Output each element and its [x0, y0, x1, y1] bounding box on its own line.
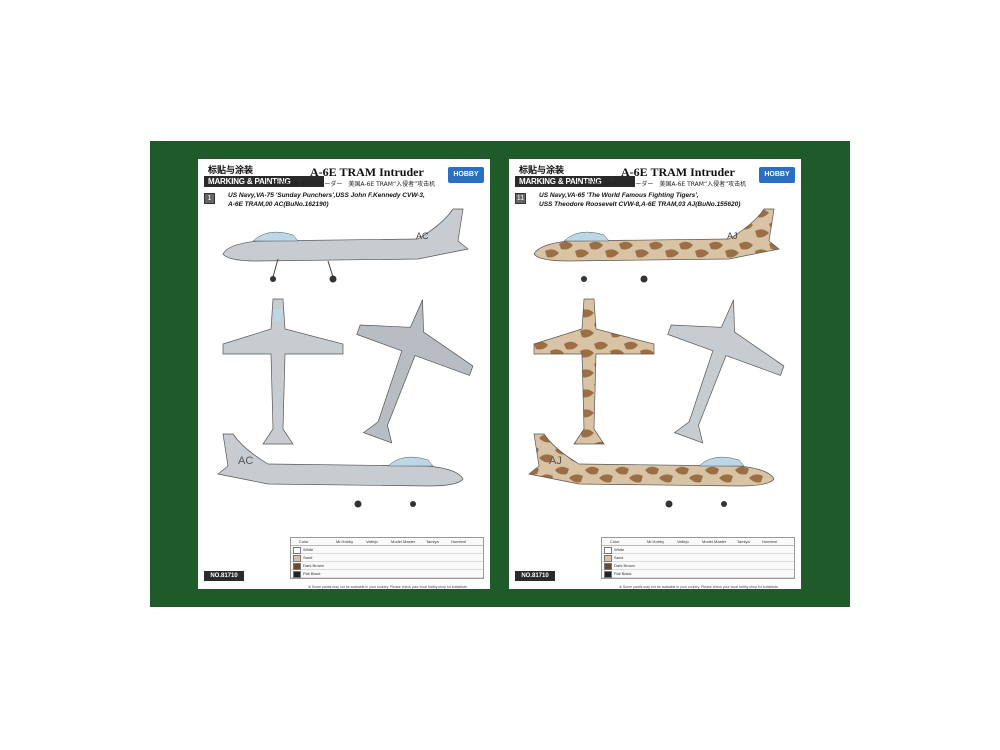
hobby-boss-logo: HOBBY BOSS	[448, 167, 484, 194]
sheet-title: A-6E TRAM Intruder	[310, 165, 424, 179]
desc-line-1: US Navy,VA-65 'The World Famous Fighting…	[539, 192, 699, 199]
product-number: NO.81710	[204, 571, 244, 581]
legend-row: Dark Brown	[291, 562, 483, 570]
scheme-description: US Navy,VA-75 'Sunday Punchers',USS John…	[228, 192, 478, 209]
sheet-subtitle: A-6E TRAM イントルーダー 美国A-6E TRAM“入侵者”攻击机	[577, 181, 747, 188]
side-profile-upper	[222, 208, 469, 283]
desc-line-2: USS Theodore Roosevelt CVW-8,A-6E TRAM,0…	[539, 200, 741, 208]
header-chinese: 标贴与涂装	[208, 166, 254, 176]
header-english: MARKING & PAINTING	[208, 177, 291, 186]
paint-legend: Color Mr.Hobby Vallejo Model Master Tami…	[601, 537, 795, 579]
product-number: NO.81710	[515, 571, 555, 581]
side-profile-upper	[533, 208, 780, 283]
instruction-sheet-right: 标贴与涂装 MARKING & PAINTING A-6E TRAM Intru…	[509, 159, 801, 589]
paint-note: ※ Some paints may not be available in yo…	[308, 585, 468, 589]
side-profile-lower	[528, 433, 775, 508]
legend-row: Flat Black	[291, 570, 483, 578]
legend-row: Flat Black	[602, 570, 794, 578]
paint-legend: Color Mr.Hobby Vallejo Model Master Tami…	[290, 537, 484, 579]
side-profile-lower	[217, 433, 464, 508]
legend-row: Sand	[291, 554, 483, 562]
legend-row: White	[602, 546, 794, 554]
legend-header: Color Mr.Hobby Vallejo Model Master Tami…	[602, 538, 794, 546]
aircraft-drawings-gray: AC AC	[217, 208, 474, 508]
bottom-view	[667, 299, 785, 444]
header-english: MARKING & PAINTING	[519, 177, 602, 186]
desc-line-2: A-6E TRAM,00 AC(BuNo.162190)	[228, 200, 329, 208]
tail-code-lower: AJ	[549, 455, 562, 467]
desc-line-1: US Navy,VA-75 'Sunday Punchers',USS John…	[228, 192, 425, 199]
bottom-view	[356, 299, 474, 444]
sheet-subtitle: A-6E TRAM イントルーダー 美国A-6E TRAM“入侵者”攻击机	[266, 181, 436, 188]
legend-row: Dark Brown	[602, 562, 794, 570]
legend-header: Color Mr.Hobby Vallejo Model Master Tami…	[291, 538, 483, 546]
paint-note: ※ Some paints may not be available in yo…	[619, 585, 779, 589]
header-bar	[204, 176, 324, 187]
legend-row: Sand	[602, 554, 794, 562]
header-bar	[515, 176, 635, 187]
tail-code-lower: AC	[238, 455, 253, 467]
header-chinese: 标贴与涂装	[519, 166, 565, 176]
tail-code-upper: AJ	[727, 231, 738, 241]
tail-code-upper: AC	[416, 231, 429, 241]
scheme-description: US Navy,VA-65 'The World Famous Fighting…	[539, 192, 789, 209]
top-view	[222, 298, 344, 445]
hobby-boss-logo: HOBBY BOSS	[759, 167, 795, 194]
instruction-sheet-left: 标贴与涂装 MARKING & PAINTING A-6E TRAM Intru…	[198, 159, 490, 589]
sheet-title: A-6E TRAM Intruder	[621, 165, 735, 179]
profile-number: 1	[204, 193, 215, 204]
legend-row: White	[291, 546, 483, 554]
aircraft-drawings-camo: AJ AJ	[528, 208, 785, 508]
top-view	[533, 298, 655, 445]
profile-number: 11	[515, 193, 526, 204]
